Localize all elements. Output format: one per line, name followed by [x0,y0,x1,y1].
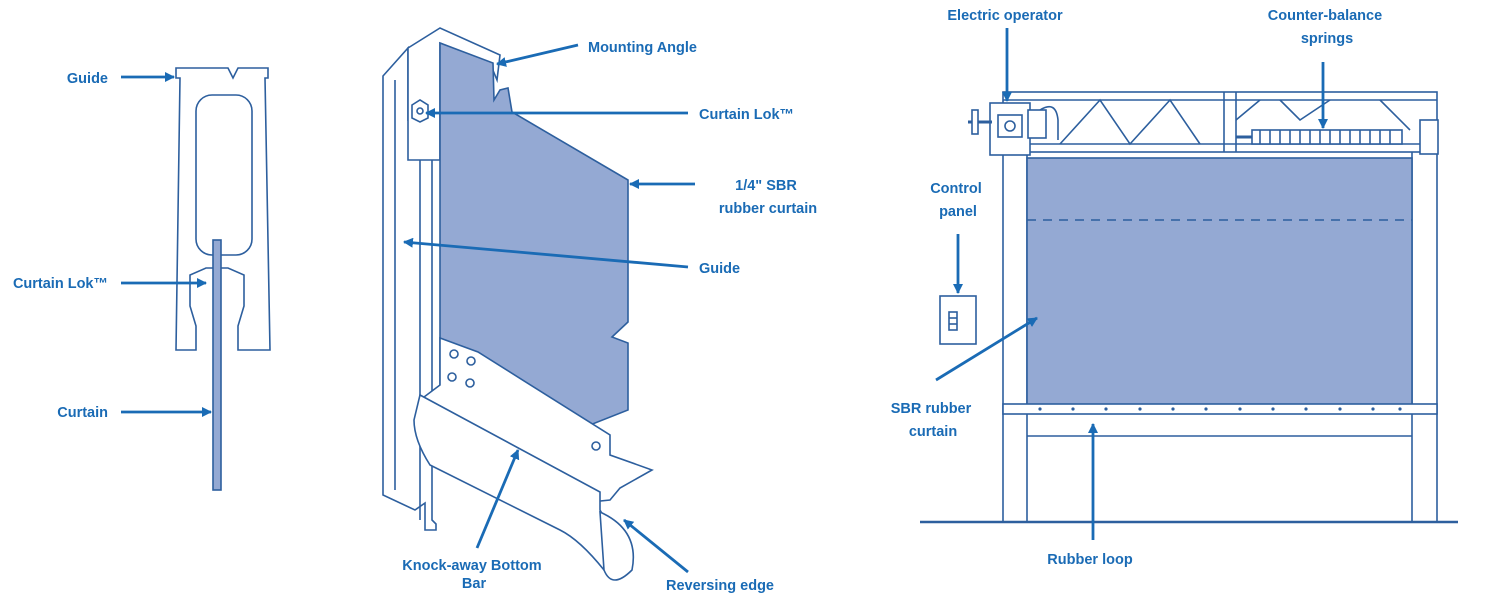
label-rubber-loop: Rubber loop [1047,552,1133,568]
bolt-group [447,349,601,451]
label-knockaway-line2: Bar [462,576,487,592]
label-curtain-left: Curtain [57,405,108,421]
label-guide-mid: Guide [699,261,740,277]
label-knockaway: Knock-away Bottom Bar [402,558,545,592]
right-column [1411,122,1438,522]
label-counter-balance-line1: Counter-balance [1268,8,1382,24]
arrow-reversing-edge [623,518,689,574]
curtain-panel [439,41,629,431]
label-counter-balance: Counter-balance springs [1268,8,1386,47]
isometric-door-assembly [382,27,654,581]
door-elevation [920,91,1458,524]
elevation-curtain [1026,157,1413,409]
label-knockaway-line1: Knock-away Bottom [402,558,541,574]
label-curtain-lok-mid: Curtain Lok™ [699,107,794,123]
electric-operator [968,102,1059,156]
label-mounting-angle: Mounting Angle [588,40,697,56]
label-sbr-rubber-line1: SBR rubber [891,401,972,417]
label-sbr-rubber-line2: curtain [909,424,957,440]
bottom-bar-rivets [1038,407,1402,411]
reversing-edge [599,510,634,581]
label-counter-balance-line2: springs [1301,31,1353,47]
control-panel [939,295,977,345]
label-sbr-rubber-curtain: SBR rubber curtain [891,401,976,440]
elevation-bottom-bar [1002,403,1438,415]
curtain-lok-icon [411,99,429,123]
label-control-panel-line1: Control [930,181,982,197]
labels: Guide Curtain Lok™ Curtain Mounting Angl… [13,8,1386,594]
label-guide-left: Guide [67,71,108,87]
header-truss [1002,91,1438,153]
label-sbr-quarter-line1: 1/4" SBR [735,178,797,194]
left-column [1002,122,1028,522]
label-sbr-quarter: 1/4" SBR rubber curtain [719,178,817,217]
label-sbr-quarter-line2: rubber curtain [719,201,817,217]
label-reversing-edge: Reversing edge [666,578,774,594]
label-curtain-lok-left: Curtain Lok™ [13,276,108,292]
arrow-sbr-rubber [935,316,1038,382]
counter-balance-springs [1236,119,1439,155]
label-control-panel: Control panel [930,181,986,220]
leader-arrows [121,28,1328,574]
arrow-mounting-angle [496,43,579,67]
arrow-guide-mid [403,237,689,269]
arrow-knockaway [475,449,520,549]
guide-cross-section [175,67,271,491]
label-electric-operator: Electric operator [947,8,1063,24]
label-control-panel-line2: panel [939,204,977,220]
